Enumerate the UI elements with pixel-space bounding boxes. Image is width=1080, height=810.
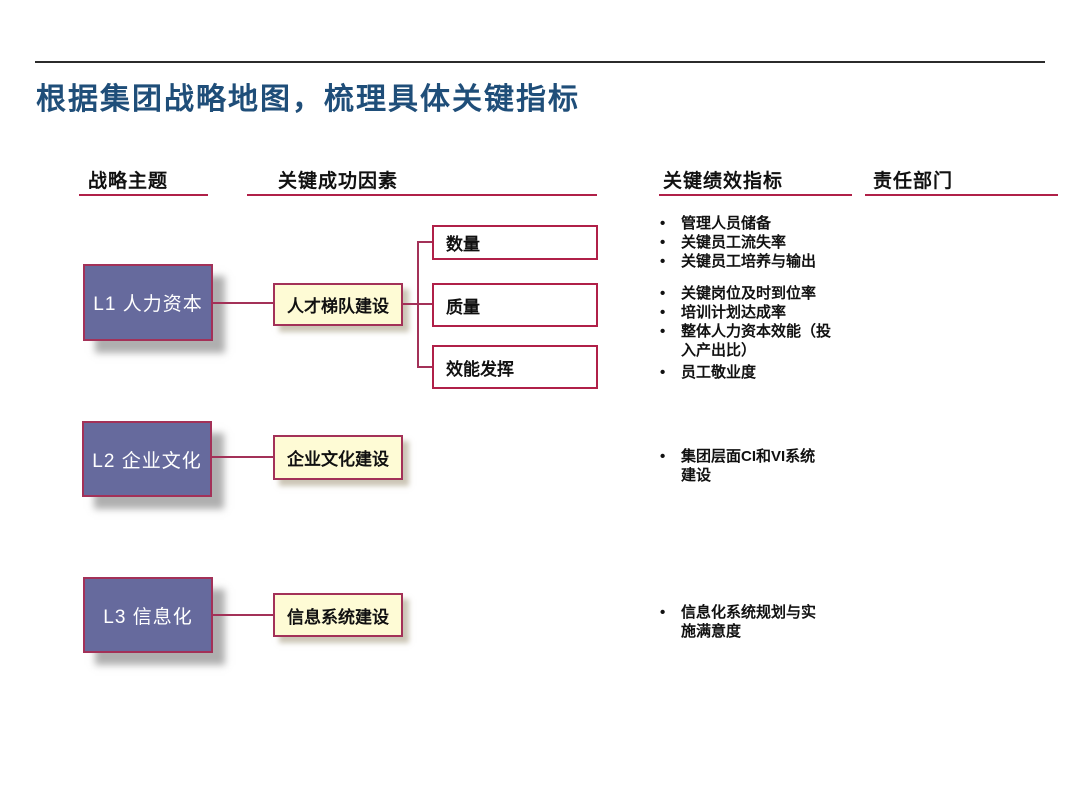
theme-box-l1: L1 人力资本: [83, 264, 213, 341]
bullet-icon: •: [660, 448, 666, 465]
column-header-responsible-dept: 责任部门: [873, 171, 954, 192]
column-header-kpi: 关键绩效指标: [663, 171, 784, 192]
underline-kpi: [659, 194, 852, 196]
theme-box-l3-label: L3 信息化: [103, 606, 193, 628]
theme-box-l2-label: L2 企业文化: [92, 450, 202, 472]
kpi-item-text: 信息化系统规划与实 施满意度: [681, 604, 817, 640]
kpi-item-text: 管理人员储备: [681, 215, 772, 232]
kpi-item: • 管理人员储备: [660, 214, 860, 233]
bracket-l1-stub-top: [417, 241, 434, 243]
slide-title: 根据集团战略地图，梳理具体关键指标: [36, 83, 580, 116]
factor-box-quality-label: 质量: [446, 297, 480, 317]
csf-box-l1-label: 人才梯队建设: [287, 297, 389, 316]
factor-box-quantity-label: 数量: [446, 235, 480, 254]
csf-box-l1: 人才梯队建设: [273, 283, 403, 326]
csf-box-l2: 企业文化建设: [273, 435, 403, 480]
bullet-icon: •: [660, 304, 666, 321]
bullet-icon: •: [660, 364, 666, 381]
kpi-item: • 信息化系统规划与实 施满意度: [660, 603, 860, 641]
kpi-item: • 关键岗位及时到位率: [660, 284, 860, 303]
kpi-item-text: 员工敬业度: [681, 364, 757, 381]
kpi-item-text: 整体人力资本效能（投 入产出比）: [681, 323, 832, 359]
column-header-strategy-theme: 战略主题: [88, 171, 169, 192]
factor-box-effectiveness-label: 效能发挥: [446, 359, 514, 379]
kpi-item: • 集团层面CI和VI系统 建设: [660, 447, 860, 485]
kpi-group-l3: • 信息化系统规划与实 施满意度: [660, 603, 860, 641]
connector-l1-theme-to-csf: [213, 302, 273, 304]
connector-l1-csf-stem: [403, 303, 419, 305]
csf-box-l2-label: 企业文化建设: [287, 450, 389, 469]
kpi-item-text: 关键员工流失率: [681, 234, 787, 251]
bullet-icon: •: [660, 234, 666, 251]
theme-box-l2: L2 企业文化: [82, 421, 212, 497]
kpi-item: • 培训计划达成率: [660, 303, 860, 322]
bracket-l1-stub-middle: [417, 303, 434, 305]
csf-box-l3: 信息系统建设: [273, 593, 403, 637]
factor-box-effectiveness: 效能发挥: [432, 345, 598, 389]
theme-box-l1-label: L1 人力资本: [93, 294, 203, 315]
kpi-item-text: 集团层面CI和VI系统 建设: [681, 448, 816, 484]
underline-strategy-theme: [79, 194, 208, 196]
kpi-group-l1-quality: • 关键岗位及时到位率 • 培训计划达成率 • 整体人力资本效能（投 入产出比）: [660, 284, 860, 360]
kpi-item-text: 培训计划达成率: [681, 304, 787, 321]
kpi-item-text: 关键岗位及时到位率: [681, 285, 817, 302]
kpi-group-l1-quantity: • 管理人员储备 • 关键员工流失率 • 关键员工培养与输出: [660, 214, 860, 271]
bullet-icon: •: [660, 253, 666, 270]
connector-l3-theme-to-csf: [213, 614, 273, 616]
kpi-group-l1-effectiveness: • 员工敬业度: [660, 363, 860, 382]
factor-box-quantity: 数量: [432, 225, 598, 260]
kpi-group-l2: • 集团层面CI和VI系统 建设: [660, 447, 860, 485]
csf-box-l3-label: 信息系统建设: [287, 607, 389, 627]
kpi-item: • 员工敬业度: [660, 363, 860, 382]
bullet-icon: •: [660, 285, 666, 302]
factor-box-quality: 质量: [432, 283, 598, 327]
connector-l2-theme-to-csf: [212, 456, 273, 458]
bullet-icon: •: [660, 215, 666, 232]
bullet-icon: •: [660, 604, 666, 621]
kpi-item-text: 关键员工培养与输出: [681, 253, 817, 270]
top-rule-divider: [35, 61, 1045, 63]
underline-key-success-factor: [247, 194, 597, 196]
theme-box-l3: L3 信息化: [83, 577, 213, 653]
bullet-icon: •: [660, 323, 666, 340]
bracket-l1-stub-bottom: [417, 366, 434, 368]
column-header-key-success-factor: 关键成功因素: [278, 171, 399, 192]
kpi-item: • 关键员工培养与输出: [660, 252, 860, 271]
kpi-item: • 关键员工流失率: [660, 233, 860, 252]
kpi-item: • 整体人力资本效能（投 入产出比）: [660, 322, 860, 360]
underline-responsible-dept: [865, 194, 1058, 196]
